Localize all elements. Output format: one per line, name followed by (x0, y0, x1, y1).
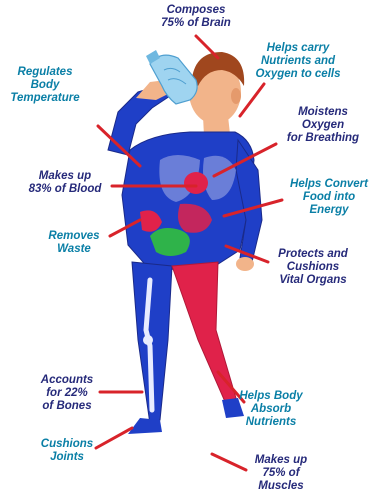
label-body-temperature: Regulates Body Temperature (4, 66, 86, 105)
label-absorb-nutrients: Helps Body Absorb Nutrients (226, 390, 316, 429)
label-muscles: Makes up 75% of Muscles (240, 454, 322, 493)
ear (231, 88, 241, 104)
left-foot (128, 418, 162, 434)
pointer-brain (196, 36, 218, 58)
label-cushions-joints: Cushions Joints (30, 438, 104, 464)
label-vital-organs: Protects and Cushions Vital Organs (266, 248, 360, 287)
label-carry-nutrients: Helps carry Nutrients and Oxygen to cell… (248, 42, 348, 81)
human-figure (108, 50, 262, 434)
knee-joint (143, 335, 153, 345)
pointer-nutrients-oxygen (240, 84, 264, 116)
label-bones: Accounts for 22% of Bones (32, 374, 102, 413)
label-removes-waste: Removes Waste (36, 230, 112, 256)
heart (184, 172, 208, 194)
label-blood: Makes up 83% of Blood (20, 170, 110, 196)
label-moistens-oxygen: Moistens Oxygen for Breathing (278, 106, 368, 145)
hand (236, 257, 254, 271)
label-convert-energy: Helps Convert Food into Energy (282, 178, 376, 217)
label-composes-brain: Composes 75% of Brain (152, 4, 240, 30)
intestines (150, 228, 190, 256)
